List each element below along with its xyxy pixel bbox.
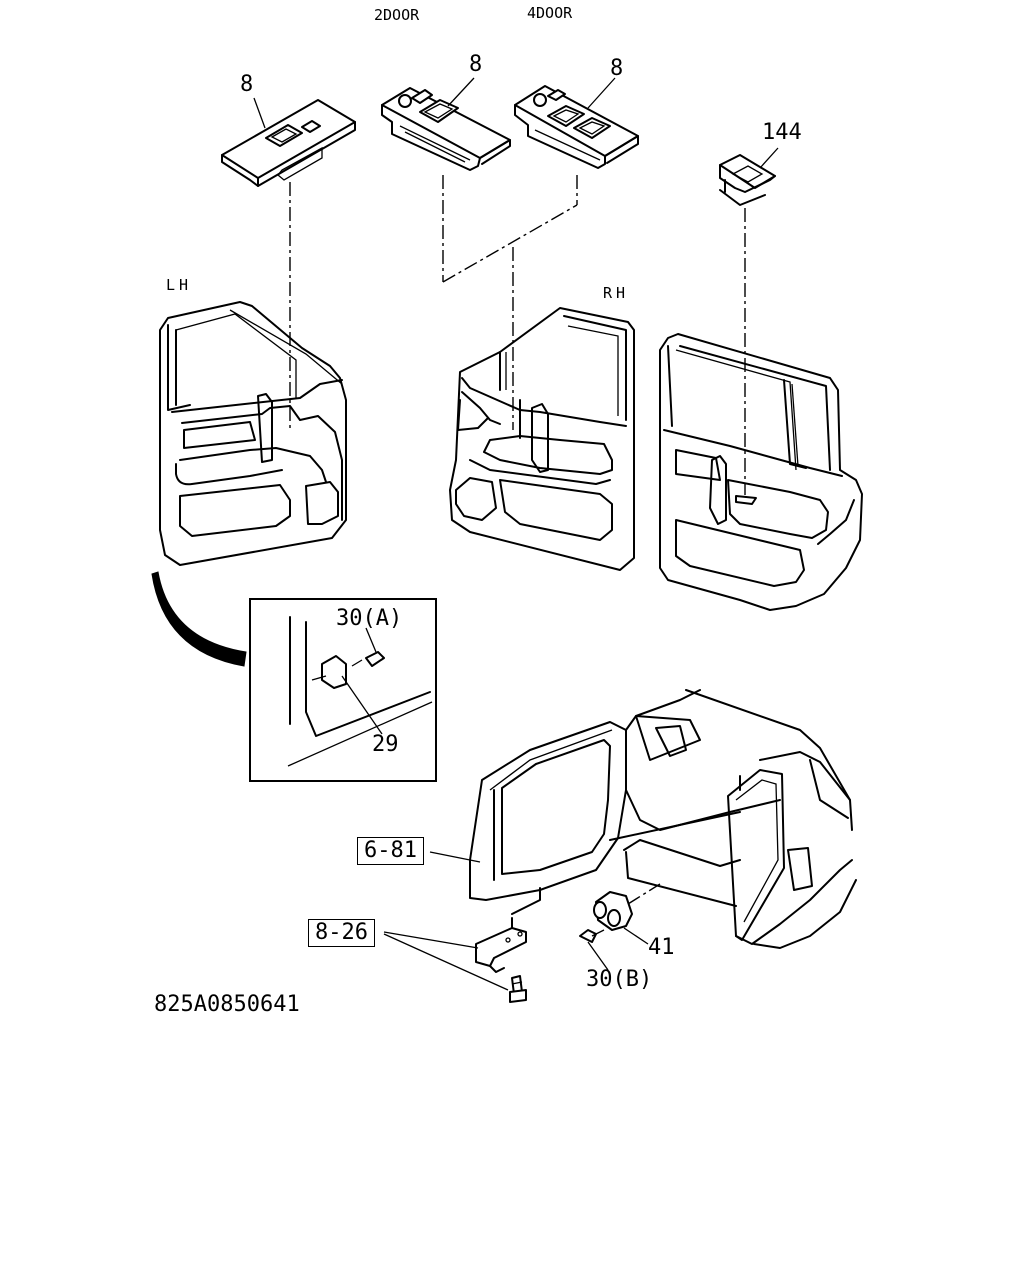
window-switch-lh: [221, 99, 356, 187]
callout-41: 41: [648, 935, 675, 960]
label-2door: 2DOOR: [374, 6, 420, 24]
label-lh: LH: [166, 276, 193, 294]
rh-rear-door: [659, 333, 863, 611]
drawing-number: 825A0850641: [154, 992, 300, 1017]
lower-leaders: [383, 851, 509, 991]
rh-front-door: [449, 307, 635, 571]
callout-30a: 30(A): [336, 606, 403, 631]
striker-bracket: [475, 887, 541, 1003]
label-rh: RH: [603, 284, 630, 302]
window-switch-2door: [381, 87, 511, 171]
ref-8-26: 8-26: [308, 919, 375, 947]
door-stopper: [593, 883, 661, 945]
screw-30b: [579, 929, 609, 971]
label-4door: 4DOOR: [527, 4, 573, 22]
callout-8-4door: 8: [610, 56, 624, 81]
callout-29: 29: [372, 732, 399, 757]
callout-8-lh: 8: [240, 72, 254, 97]
vehicle-rear: [469, 689, 857, 949]
ref-6-81: 6-81: [357, 837, 424, 865]
callout-144: 144: [762, 120, 802, 145]
window-switch-4door: [514, 85, 639, 169]
callout-30b: 30(B): [586, 967, 653, 992]
leader-lines: [253, 77, 779, 495]
window-switch-rear: [719, 154, 776, 206]
lh-front-door: [159, 301, 347, 566]
detail-arrow: [151, 571, 247, 667]
callout-8-2door: 8: [469, 52, 483, 77]
detail-inset: [249, 598, 437, 782]
